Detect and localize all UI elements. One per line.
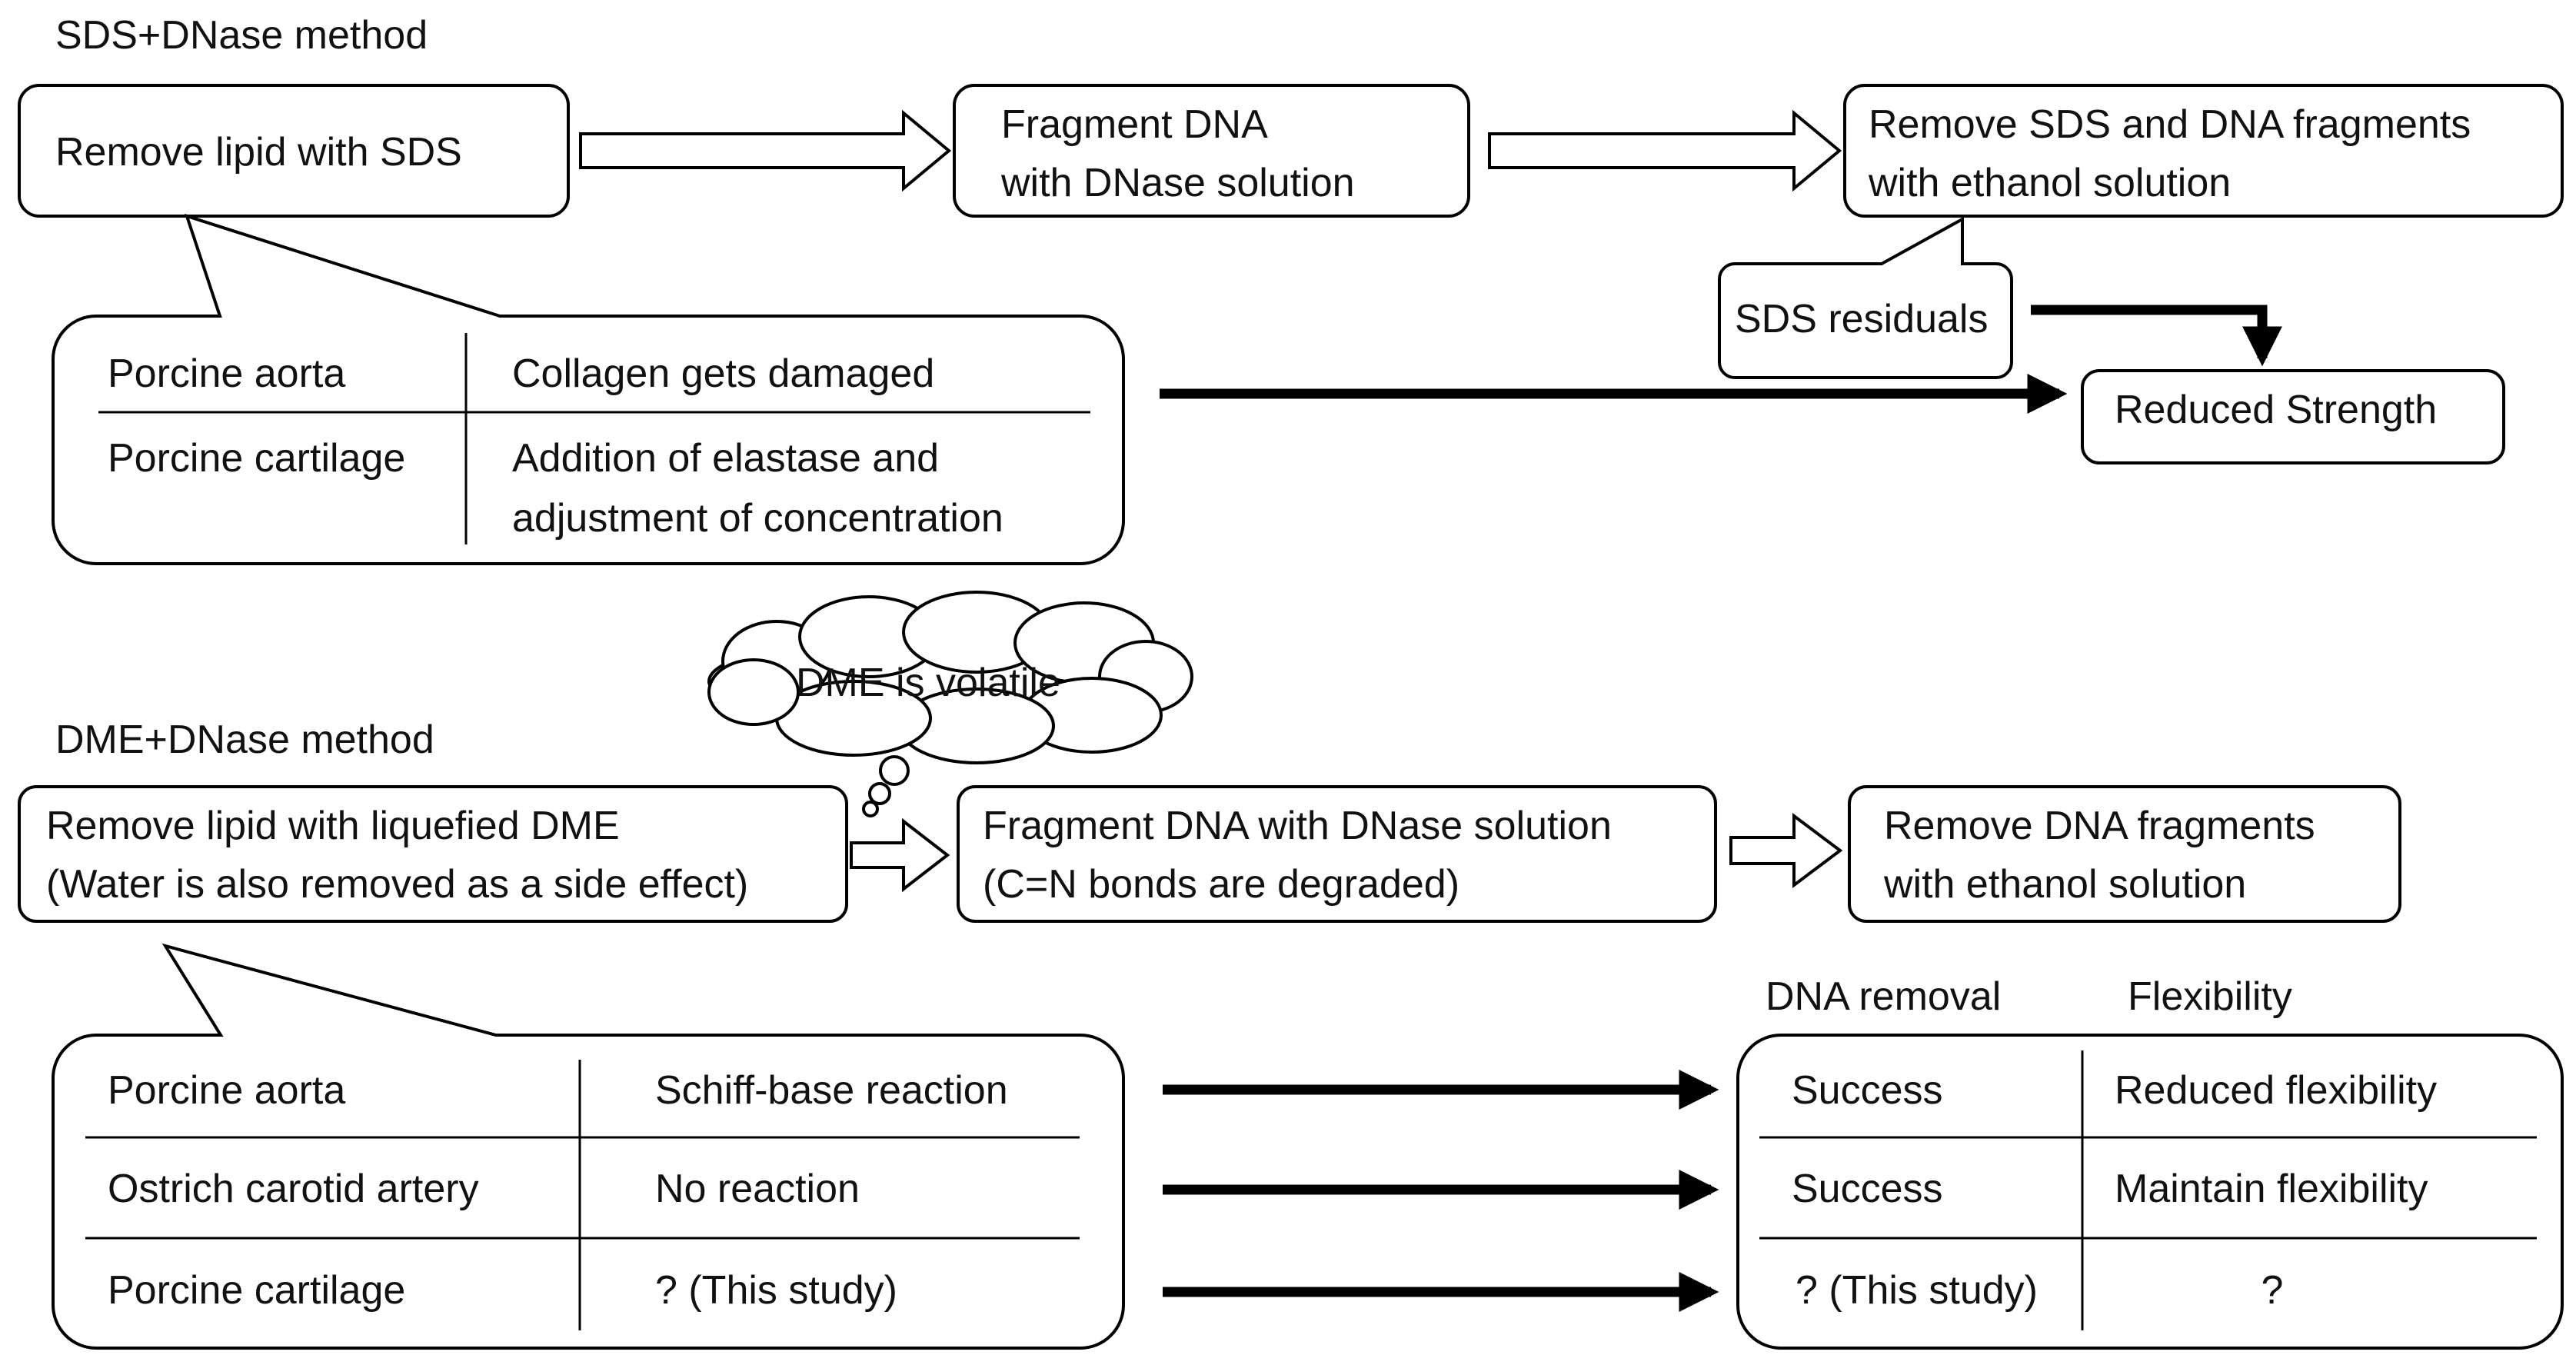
results-flex-1: Reduced flexibility [2115, 1068, 2438, 1113]
results-flex-3: ? [2261, 1268, 2284, 1313]
dme-table-reaction-2: No reaction [655, 1167, 860, 1211]
sds-table-callout [52, 213, 1125, 565]
dme-step1-box [18, 785, 848, 923]
dme-table-reaction-1: Schiff-base reaction [655, 1068, 1008, 1113]
dme-table-callout [52, 943, 1125, 1350]
dme-arrow-1 [850, 817, 950, 893]
sds-step3-box [1843, 84, 2564, 218]
dme-table-tissue-2: Ostrich carotid artery [108, 1167, 479, 1211]
dme-step3-box [1848, 785, 2401, 923]
residual-to-result-arrow [2031, 305, 2282, 367]
dme-step3-line2: with ethanol solution [1884, 862, 2247, 907]
sds-result-text: Reduced Strength [2115, 388, 2438, 432]
results-header-dna-removal: DNA removal [1766, 974, 2002, 1019]
sds-step2-line1: Fragment DNA [1001, 102, 1268, 147]
dme-step2-line2: (C=N bonds are degraded) [983, 862, 1460, 907]
sds-result-box [2081, 369, 2505, 464]
sds-step3-line2: with ethanol solution [1869, 161, 2232, 205]
dme-results-box [1736, 1034, 2564, 1350]
thought-bubble-2 [868, 782, 891, 805]
results-flex-2: Maintain flexibility [2115, 1167, 2428, 1211]
sds-residual-callout [1718, 216, 2013, 379]
results-dna-1: Success [1792, 1068, 1943, 1113]
sds-step1-box [18, 84, 570, 218]
dme-table-tissue-3: Porcine cartilage [108, 1268, 406, 1313]
dme-step2-line1: Fragment DNA with DNase solution [983, 804, 1612, 848]
sds-residual-text: SDS residuals [1735, 297, 1989, 341]
sds-step1-text: Remove lipid with SDS [55, 130, 462, 175]
sds-step2-line2: with DNase solution [1001, 161, 1355, 205]
sds-table-effect-2-line1: Addition of elastase and [512, 436, 940, 481]
sds-step3-line1: Remove SDS and DNA fragments [1869, 102, 2471, 147]
thought-bubble-3 [862, 801, 879, 817]
dme-step1-line1: Remove lipid with liquefied DME [46, 804, 620, 848]
thought-bubble-1 [879, 755, 910, 786]
sds-section-title: SDS+DNase method [55, 13, 428, 58]
sds-arrow-1 [579, 109, 952, 192]
results-dna-2: Success [1792, 1167, 1943, 1211]
dme-section-title: DME+DNase method [55, 717, 434, 762]
dme-step3-line1: Remove DNA fragments [1884, 804, 2315, 848]
results-dna-3: ? (This study) [1796, 1268, 2038, 1313]
sds-table-effect-1: Collagen gets damaged [512, 351, 935, 396]
thought-cloud [707, 591, 1193, 764]
dme-table-reaction-3: ? (This study) [655, 1268, 897, 1313]
thought-text: DME is volatile [796, 661, 1060, 705]
sds-table-effect-2-line2: adjustment of concentration [512, 496, 1003, 541]
dme-step1-line2: (Water is also removed as a side effect) [46, 862, 749, 907]
sds-step2-box [953, 84, 1470, 218]
results-header-flexibility: Flexibility [2128, 974, 2292, 1019]
sds-arrow-2 [1488, 109, 1842, 192]
sds-table-tissue-1: Porcine aorta [108, 351, 346, 396]
dme-arrow-2 [1729, 813, 1843, 888]
sds-table-tissue-2: Porcine cartilage [108, 436, 406, 481]
dme-table-tissue-1: Porcine aorta [108, 1068, 346, 1113]
dme-step2-box [957, 785, 1717, 923]
